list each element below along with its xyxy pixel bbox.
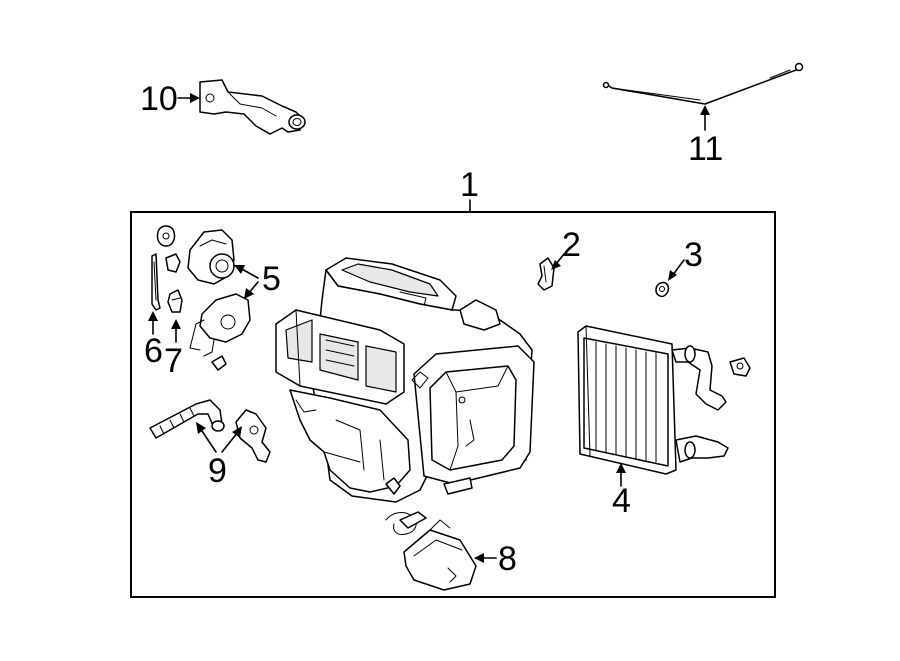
- callout-9: 9: [196, 422, 242, 490]
- main-housing: [275, 257, 535, 503]
- callout-9-label: 9: [208, 452, 227, 490]
- part-2-clip: [537, 257, 555, 291]
- callout-7-label: 7: [164, 342, 183, 380]
- callout-1-label: 1: [460, 166, 479, 204]
- callout-7: 7: [164, 319, 183, 380]
- part-9-hose-sensor: [149, 399, 271, 463]
- callout-4: 4: [612, 463, 631, 520]
- callout-5: 5: [234, 260, 281, 299]
- callout-1: 1: [460, 166, 479, 213]
- callout-3: 3: [668, 236, 703, 281]
- callout-2: 2: [551, 226, 581, 270]
- callout-10-label: 10: [140, 80, 178, 118]
- callout-8: 8: [474, 540, 517, 578]
- callout-6: 6: [144, 311, 163, 370]
- part-4-evaporator: [577, 325, 751, 475]
- callout-10: 10: [140, 80, 200, 118]
- callout-11: 11: [688, 105, 723, 168]
- callout-3-label: 3: [684, 236, 703, 274]
- callout-6-label: 6: [144, 332, 163, 370]
- part-10-bracket: [199, 79, 306, 135]
- part-8-actuator: [385, 511, 477, 591]
- callout-11-label: 11: [688, 130, 723, 168]
- part-3-grommet: [655, 281, 670, 298]
- callout-8-label: 8: [498, 540, 517, 578]
- part-5-actuators: [187, 229, 251, 371]
- callout-4-label: 4: [612, 482, 631, 520]
- part-6-link-rod: [151, 253, 161, 311]
- assembly-frame: [130, 211, 776, 598]
- part-11-cable: [602, 62, 804, 105]
- part-7-clips: [156, 225, 183, 313]
- callout-5-label: 5: [262, 260, 281, 298]
- callout-2-label: 2: [562, 226, 581, 264]
